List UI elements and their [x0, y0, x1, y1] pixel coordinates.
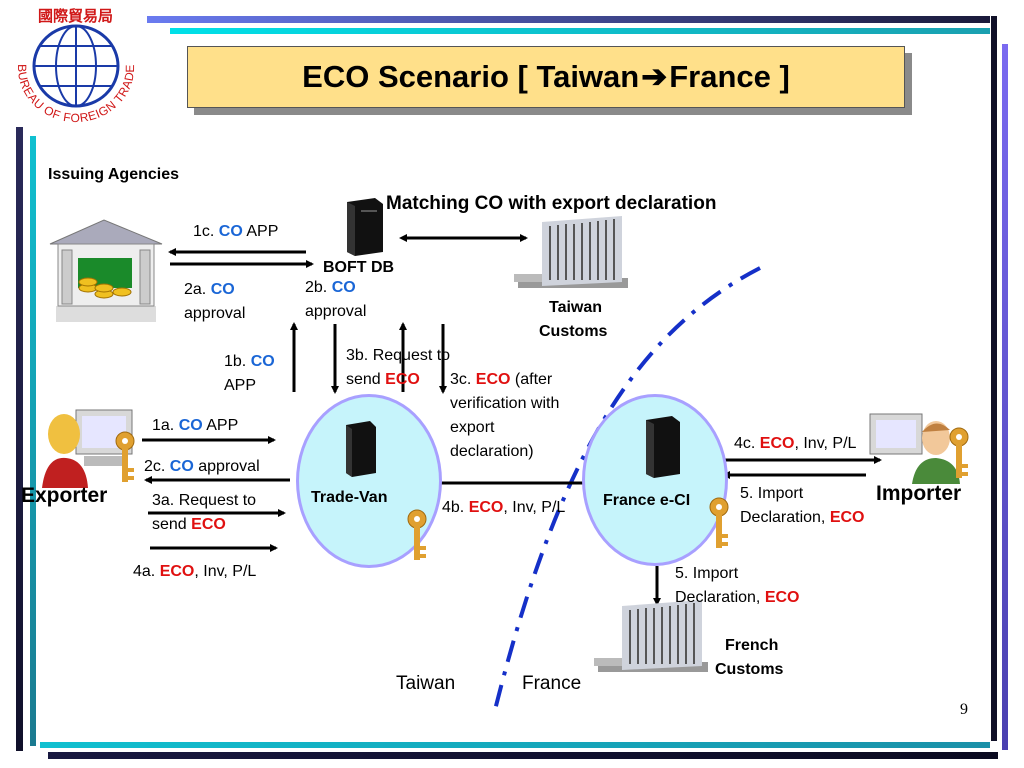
page-number: 9	[960, 701, 968, 718]
french-customs-building-icon	[592, 600, 712, 676]
top-border-bar-cyan	[170, 28, 990, 34]
left-border-bar-cyan	[30, 136, 36, 746]
right-border-bar-dark	[991, 16, 997, 741]
french-customs-label-line1: French	[725, 637, 779, 654]
trade-van-server-icon	[342, 421, 378, 477]
exporter-label: Exporter	[21, 484, 108, 507]
taiwan-customs-label-line1: Taiwan	[549, 299, 603, 316]
step-2c-label: 2c. CO approval	[144, 458, 260, 475]
step-4b-label: 4b. ECO, Inv, P/L	[442, 499, 566, 516]
bottom-border-bar-dark	[48, 752, 998, 759]
slide-title: ECO Scenario [ Taiwan ➔ France ]	[187, 46, 905, 108]
taiwan-customs-building-icon	[512, 216, 632, 292]
bureau-logo: BUREAU OF FOREIGN TRADE 國際貿易局	[6, 8, 146, 128]
left-border-bar-dark	[16, 127, 23, 751]
boft-db-label: BOFT DB	[323, 259, 395, 276]
issuing-agencies-label: Issuing Agencies	[48, 166, 179, 183]
region-taiwan-label: Taiwan	[396, 673, 456, 694]
step-1c-label: 1c. CO APP	[193, 223, 279, 240]
france-ecl-key-icon	[706, 496, 732, 550]
france-ecl-server-icon	[642, 416, 682, 478]
bottom-border-bar-cyan	[40, 742, 990, 748]
title-text-post: France ]	[669, 59, 790, 94]
importer-key-icon	[946, 426, 972, 480]
border-dashdot-line	[493, 266, 761, 711]
trade-van-key-icon	[404, 508, 430, 562]
importer-person-icon	[866, 410, 962, 484]
right-border-bar-purple	[1002, 44, 1008, 750]
importer-label: Importer	[876, 482, 962, 505]
bank-building-icon	[42, 214, 168, 326]
right-arrow-icon: ➔	[641, 59, 668, 94]
france-ecl-label: France e-CI	[603, 492, 691, 509]
matching-label: Matching CO with export declaration	[386, 193, 717, 214]
step-1a-label: 1a. CO APP	[152, 417, 239, 434]
step-4c-label: 4c. ECO, Inv, P/L	[734, 435, 857, 452]
logo-chinese-text: 國際貿易局	[38, 8, 114, 25]
region-france-label: France	[522, 673, 582, 694]
exporter-person-icon	[40, 404, 140, 488]
trade-van-label: Trade-Van	[311, 489, 388, 506]
boft-db-server-icon	[343, 198, 385, 256]
french-customs-label-line2: Customs	[715, 661, 784, 678]
top-border-bar-dark	[147, 16, 990, 23]
step-4a-label: 4a. ECO, Inv, P/L	[133, 563, 257, 580]
exporter-key-icon	[112, 430, 138, 484]
title-text-pre: ECO Scenario [ Taiwan	[302, 59, 640, 94]
taiwan-customs-label-line2: Customs	[539, 323, 608, 340]
